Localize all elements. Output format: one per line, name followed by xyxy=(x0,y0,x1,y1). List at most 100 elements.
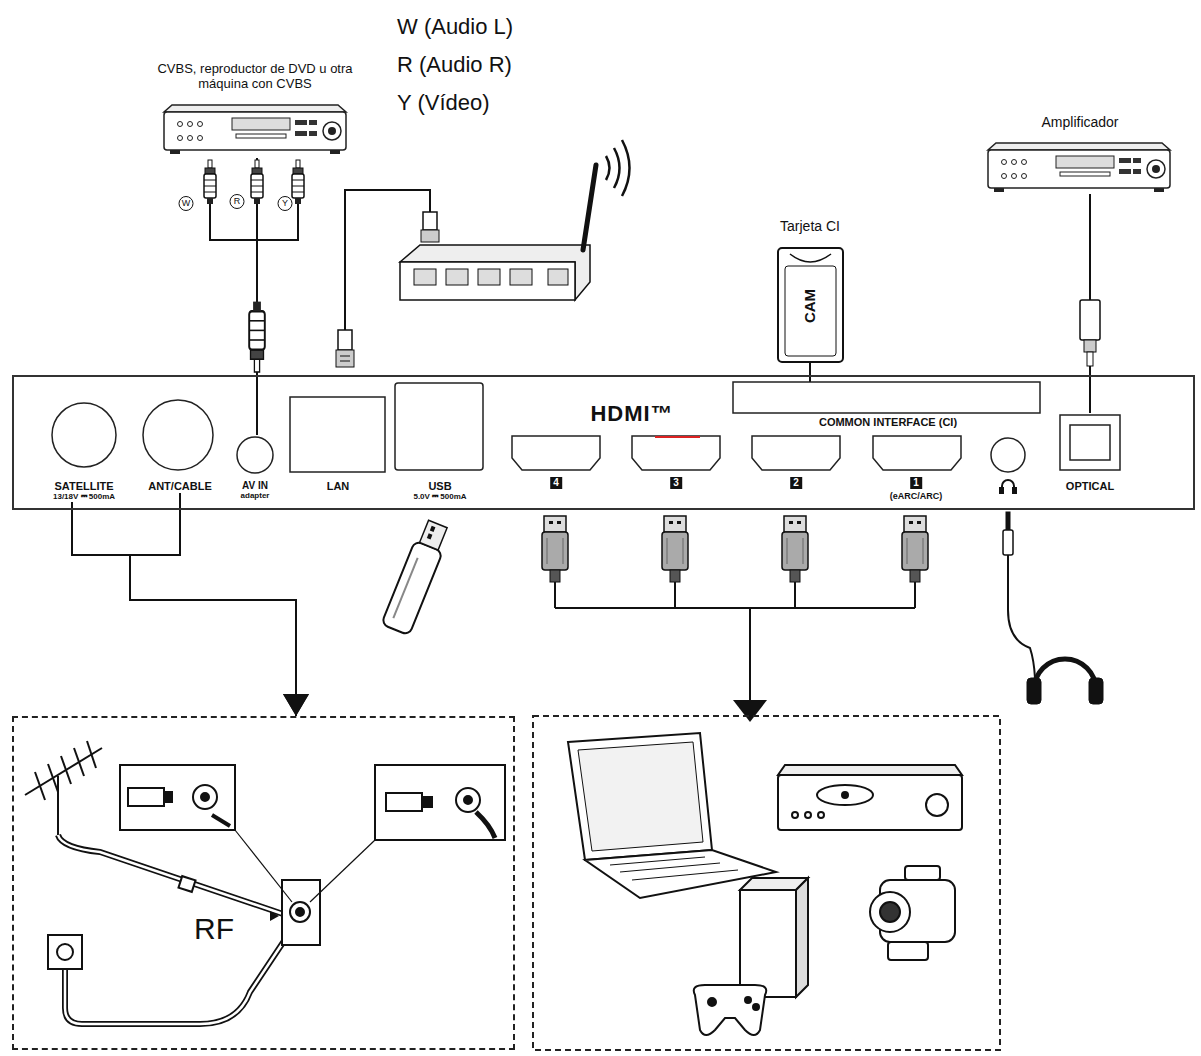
camcorder xyxy=(880,902,900,922)
optical-port: OPTICAL xyxy=(1055,413,1125,495)
panel-ports xyxy=(1070,425,1110,460)
headphone-symbol xyxy=(1013,488,1016,493)
hdmi-cables xyxy=(902,516,928,608)
plug-marker: Y xyxy=(278,196,293,211)
headphones xyxy=(1089,678,1103,704)
plug-marker: R xyxy=(230,194,245,209)
usb-stick xyxy=(430,526,436,532)
game-console xyxy=(694,985,767,1035)
game-console xyxy=(694,878,808,1035)
router xyxy=(446,269,468,285)
cable xyxy=(809,363,811,382)
rca-plugs xyxy=(251,160,263,204)
dvd-device xyxy=(778,765,962,775)
antenna-setup xyxy=(25,748,102,795)
antenna-setup xyxy=(375,765,505,840)
antenna-setup xyxy=(201,793,209,801)
panel-ports xyxy=(733,382,1040,413)
hdmi-port: 2 xyxy=(750,434,842,494)
antenna-port: ANT/CABLE xyxy=(140,398,220,493)
router xyxy=(478,269,500,285)
antenna-setup xyxy=(58,835,286,915)
laptop xyxy=(578,742,703,851)
router xyxy=(606,156,610,180)
node-label: (eARC/ARC) xyxy=(890,491,943,501)
panel-ports xyxy=(512,436,600,470)
router xyxy=(421,230,439,242)
router xyxy=(414,269,436,285)
game-console xyxy=(745,997,751,1003)
dvd-player xyxy=(164,105,346,154)
av-in-port: AV INadapter xyxy=(225,435,285,505)
node-label: Tarjeta CI xyxy=(780,218,840,234)
dvd-player xyxy=(164,105,346,154)
node-label: CVBS, reproductor de DVD u otra máquina … xyxy=(140,62,370,92)
antenna-setup xyxy=(48,935,82,969)
antenna-setup xyxy=(476,812,495,838)
laptop xyxy=(568,733,776,898)
hdmi-port: 4 xyxy=(510,434,602,494)
antenna-setup xyxy=(178,876,195,892)
dvd-device xyxy=(805,812,811,818)
router xyxy=(340,356,350,357)
rca-plugs xyxy=(292,160,304,204)
router xyxy=(614,148,620,188)
usb-stick xyxy=(420,520,448,550)
antenna-setup xyxy=(212,815,230,826)
panel-ports xyxy=(1060,415,1120,470)
panel-ports xyxy=(237,437,273,473)
tv-back-panel: HDMI™SATELLITE13/18V ⎓ 500mAANT/CABLEAV … xyxy=(12,375,1195,510)
panel-ports xyxy=(395,383,483,470)
dvd-device xyxy=(926,794,948,816)
amplifier xyxy=(988,143,1170,192)
node-label: ANT/CABLE xyxy=(148,480,212,493)
antenna-setup xyxy=(120,765,235,830)
headphones xyxy=(1034,659,1096,690)
cam-card xyxy=(778,248,843,362)
optical-plug xyxy=(1080,300,1100,340)
signal-label: W (Audio L) xyxy=(397,14,513,39)
cam-card xyxy=(790,254,831,262)
antenna-setup xyxy=(164,792,172,802)
antenna-setup xyxy=(25,741,505,1024)
antenna-setup xyxy=(58,835,286,915)
dvd-device: CVBS, reproductor de DVD u otra máquina … xyxy=(140,58,370,158)
headphones xyxy=(1027,678,1041,704)
router xyxy=(340,361,350,362)
antenna-setup xyxy=(35,772,45,800)
plug-marker: W xyxy=(179,196,194,211)
node-label: CAM xyxy=(801,289,818,323)
antenna-setup xyxy=(290,902,310,922)
rca-plugs xyxy=(204,160,304,372)
node-label: 3 xyxy=(670,477,682,489)
hdmi-cables xyxy=(542,516,568,608)
node-label: 4 xyxy=(550,477,562,489)
router xyxy=(423,212,437,230)
dvd-device xyxy=(778,765,962,830)
router xyxy=(400,262,575,300)
rca-cables xyxy=(210,204,257,240)
antenna-setup xyxy=(456,788,480,812)
red-mark xyxy=(655,436,700,438)
game-console xyxy=(708,998,716,1006)
lan-port: LAN xyxy=(288,395,388,493)
panel-ports xyxy=(52,382,1120,473)
headphones xyxy=(1006,512,1010,530)
antenna-setup xyxy=(57,776,59,835)
node-label: 5.0V ⎓ 500mA xyxy=(413,492,466,501)
camcorder xyxy=(905,866,940,880)
node-label: HDMI™ xyxy=(590,401,673,426)
panel-ports xyxy=(290,397,385,472)
router xyxy=(336,350,354,367)
hdmi-cables xyxy=(782,516,808,608)
dvd-device xyxy=(778,775,962,830)
usb-stick xyxy=(381,518,452,635)
antenna-setup xyxy=(235,830,292,902)
cam-card xyxy=(778,248,843,362)
node-label: adapter xyxy=(241,491,270,500)
node-label: USB xyxy=(428,480,451,493)
panel-ports xyxy=(52,403,116,467)
antenna-area: RF xyxy=(12,716,515,1050)
antenna-setup xyxy=(61,756,71,784)
rca-plugs xyxy=(204,160,216,204)
